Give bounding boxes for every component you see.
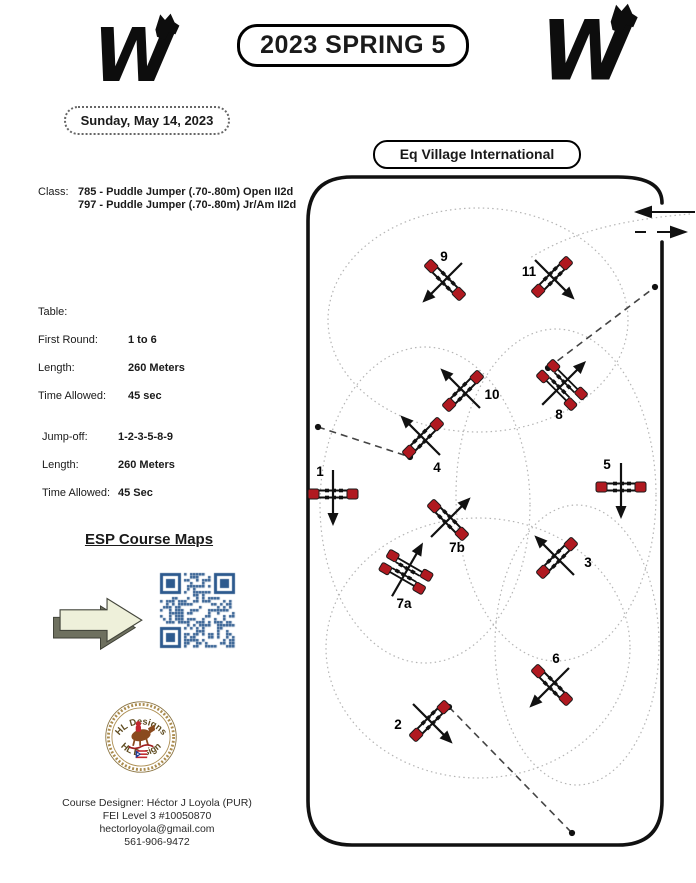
entry-arrow (634, 205, 695, 219)
designer-line: Course Designer: Héctor J Loyola (PUR) (62, 797, 252, 809)
class-item: 785 - Puddle Jumper (.70-.80m) Open II2d (78, 186, 294, 198)
jump-3 (534, 535, 578, 579)
jump-label-2: 2 (394, 717, 402, 732)
stat-row: Time Allowed: 45 Sec (42, 487, 175, 500)
jump-label-6: 6 (552, 651, 560, 666)
stat-label: Jump-off: (42, 431, 88, 443)
stat-label: First Round: (38, 334, 98, 346)
stat-value: 45 Sec (118, 487, 153, 499)
designer-line: 561-906-9472 (124, 836, 190, 848)
hl-designs-badge: HL Designs HL Design (105, 701, 177, 773)
stat-row: Length: 260 Meters (42, 459, 175, 472)
event-date: Sunday, May 14, 2023 (64, 106, 230, 135)
jump-10 (440, 368, 484, 412)
jump-label-7b: 7b (449, 540, 465, 555)
right-arrow-3d-icon (53, 597, 143, 651)
riding-path-dotted (319, 207, 691, 786)
timing-lines (314, 283, 659, 837)
event-title: 2023 SPRING 5 (237, 24, 469, 67)
jump-label-1: 1 (316, 464, 324, 479)
puerto-rico-flag-icon (135, 750, 148, 759)
qr-code (157, 570, 241, 654)
stat-value: 1 to 6 (128, 334, 157, 346)
stat-row: Time Allowed: 45 sec (38, 390, 185, 403)
class-list: 785 - Puddle Jumper (.70-.80m) Open II2d… (78, 186, 296, 212)
jump-label-7a: 7a (396, 596, 412, 611)
designer-line: FEI Level 3 #10050870 (102, 810, 212, 822)
jump-number-labels: 1 2 3 4 5 6 7a 7b 8 9 10 11 (316, 249, 611, 732)
stat-value: 260 Meters (118, 459, 175, 471)
jump-2 (409, 700, 453, 744)
stat-label: Length: (38, 362, 75, 374)
jump-label-5: 5 (603, 457, 611, 472)
jump-label-9: 9 (440, 249, 448, 264)
jump-7a (378, 542, 434, 597)
designer-line: hectorloyola@gmail.com (99, 823, 215, 835)
jump-8 (536, 359, 588, 411)
jumps (307, 256, 647, 744)
esp-course-maps-link[interactable]: ESP Course Maps (84, 531, 214, 548)
jump-label-11: 11 (522, 264, 537, 279)
jump-off-block: Jump-off: 1-2-3-5-8-9 Length: 260 Meters… (42, 431, 175, 515)
jump-5 (595, 463, 647, 519)
jump-label-3: 3 (584, 555, 592, 570)
stat-value: 1-2-3-5-8-9 (118, 431, 174, 443)
stat-row: First Round: 1 to 6 (38, 334, 185, 347)
stat-label: Time Allowed: (38, 390, 107, 402)
jump-1 (307, 470, 359, 526)
jump-6 (529, 664, 573, 708)
stat-row: Length: 260 Meters (38, 362, 185, 375)
jump-11 (531, 256, 575, 300)
stat-label: Time Allowed: (42, 487, 111, 499)
jump-7b (427, 497, 471, 541)
jump-label-8: 8 (555, 407, 563, 422)
stat-value: 45 sec (128, 390, 162, 402)
designer-info: Course Designer: Héctor J Loyola (PUR) F… (48, 797, 266, 849)
jump-label-4: 4 (433, 460, 441, 475)
class-block: Class: 785 - Puddle Jumper (.70-.80m) Op… (38, 186, 296, 212)
stat-value: 260 Meters (128, 362, 185, 374)
jump-9 (422, 259, 466, 303)
jump-4 (400, 415, 444, 459)
jump-label-10: 10 (484, 387, 499, 402)
horse-and-rider-icon (128, 721, 156, 750)
first-round-block: Table: First Round: 1 to 6 Length: 260 M… (38, 306, 185, 418)
class-label: Class: (38, 186, 69, 198)
w-horse-logo-left: W (93, 13, 180, 98)
w-horse-logo-right: W (541, 2, 638, 92)
exit-arrow (635, 225, 688, 239)
table-label: Table: (38, 306, 68, 318)
badge-bottom-text: HL Design (119, 741, 163, 758)
arena-name: Eq Village International (373, 140, 581, 169)
horse-head-icon (610, 3, 638, 34)
arena-border (306, 175, 664, 847)
class-item: 797 - Puddle Jumper (.70-.80m) Jr/Am II2… (78, 199, 297, 211)
stat-row: Jump-off: 1-2-3-5-8-9 (42, 431, 175, 444)
horse-head-icon (155, 13, 180, 40)
stat-label: Length: (42, 459, 79, 471)
